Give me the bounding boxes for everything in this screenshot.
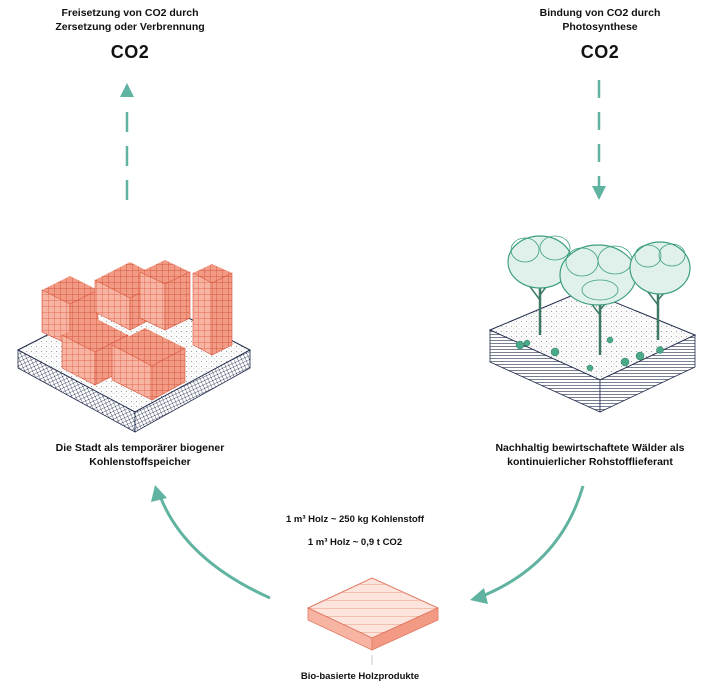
co2-release-arrow bbox=[120, 83, 134, 200]
wood-products-illustration bbox=[306, 577, 440, 665]
tree-left bbox=[507, 235, 573, 335]
city-illustration bbox=[16, 260, 252, 433]
harvest-arrow bbox=[470, 485, 585, 604]
forest-illustration bbox=[488, 235, 697, 413]
fact-co2: 1 m³ Holz ~ 0,9 t CO2 bbox=[307, 537, 403, 548]
city-label-line1: Die Stadt als temporärer biogener bbox=[55, 442, 225, 454]
city-label: Die Stadt als temporärer biogener Kohlen… bbox=[15, 441, 265, 469]
release-caption-line1: Freisetzung von CO2 durch bbox=[61, 7, 199, 19]
binding-caption: Bindung von CO2 durch Photosynthese bbox=[490, 6, 710, 34]
release-caption-line2: Zersetzung oder Verbrennung bbox=[55, 21, 205, 33]
co2-binding-arrow bbox=[592, 80, 606, 200]
building-front-right bbox=[111, 328, 186, 401]
building-front-left bbox=[61, 318, 129, 386]
co2-binding-label: CO2 bbox=[580, 42, 620, 62]
forest-label-line1: Nachhaltig bewirtschaftete Wälder als bbox=[495, 442, 685, 454]
forest-label: Nachhaltig bewirtschaftete Wälder als ko… bbox=[470, 441, 710, 469]
fact-carbon: 1 m³ Holz ~ 250 kg Kohlenstoff bbox=[285, 514, 425, 525]
city-label-line2: Kohlenstoffspeicher bbox=[89, 456, 191, 468]
binding-caption-line2: Photosynthese bbox=[562, 21, 638, 33]
release-caption: Freisetzung von CO2 durch Zersetzung ode… bbox=[20, 6, 240, 34]
binding-caption-line1: Bindung von CO2 durch bbox=[539, 7, 661, 19]
construction-arrow bbox=[151, 485, 271, 600]
tree-right bbox=[629, 241, 691, 340]
wood-products-label: Bio-basierte Holzprodukte bbox=[300, 671, 420, 682]
building-back-right bbox=[139, 260, 191, 331]
co2-release-label: CO2 bbox=[110, 42, 150, 62]
forest-label-line2: kontinuierlicher Rohstofflieferant bbox=[507, 456, 673, 468]
tree-center bbox=[559, 244, 637, 355]
building-tower bbox=[192, 264, 233, 356]
